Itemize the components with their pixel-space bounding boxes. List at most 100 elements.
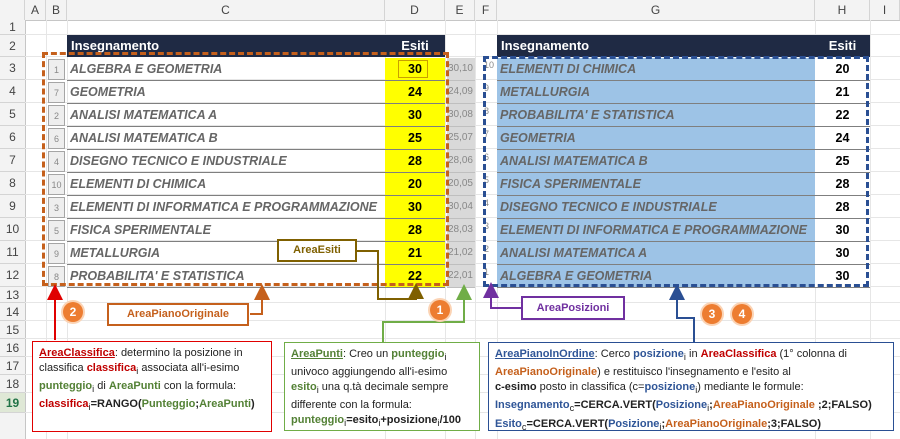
right-course-cell[interactable]: PROBABILITA' E STATISTICA xyxy=(497,104,815,127)
row-header-1[interactable]: 1 xyxy=(0,20,25,35)
row-header-11[interactable]: 11 xyxy=(0,241,25,264)
right-course-cell[interactable]: ELEMENTI DI CHIMICA xyxy=(497,58,815,81)
row-header-6[interactable]: 6 xyxy=(0,126,25,149)
right-esito-cell[interactable]: 28 xyxy=(815,196,870,219)
right-position-cell[interactable]: 6 xyxy=(484,152,490,162)
row-header-18[interactable]: 18 xyxy=(0,375,25,393)
right-esito-cell[interactable]: 20 xyxy=(815,58,870,81)
left-course-cell[interactable]: ANALISI MATEMATICA B xyxy=(67,127,385,150)
column-header-d[interactable]: D xyxy=(385,0,445,20)
left-course-cell[interactable]: FISICA SPERIMENTALE xyxy=(67,219,385,242)
right-esito-cell[interactable]: 28 xyxy=(815,173,870,196)
left-course-cell[interactable]: ANALISI MATEMATICA A xyxy=(67,104,385,127)
row-header-13[interactable]: 13 xyxy=(0,287,25,303)
left-course-cell[interactable]: ELEMENTI DI CHIMICA xyxy=(67,173,385,196)
right-position-cell[interactable]: 9 xyxy=(484,83,490,93)
row-header-14[interactable]: 14 xyxy=(0,303,25,321)
left-course-cell[interactable]: PROBABILITA' E STATISTICA xyxy=(67,265,385,288)
right-course-cell[interactable]: METALLURGIA xyxy=(497,81,815,104)
left-points-cell[interactable]: 20,05 xyxy=(447,173,475,196)
row-header-7[interactable]: 7 xyxy=(0,149,25,172)
right-esito-cell[interactable]: 30 xyxy=(815,219,870,242)
right-course-cell[interactable]: GEOMETRIA xyxy=(497,127,815,150)
left-points-cell[interactable]: 24,09 xyxy=(447,81,475,104)
left-position-cell[interactable]: 6 xyxy=(48,128,65,149)
column-header-h[interactable]: H xyxy=(815,0,870,20)
right-position-cell[interactable]: 8 xyxy=(484,106,490,116)
column-header-f[interactable]: F xyxy=(475,0,497,20)
left-points-cell[interactable]: 21,02 xyxy=(447,242,475,265)
left-course-cell[interactable]: ELEMENTI DI INFORMATICA E PROGRAMMAZIONE xyxy=(67,196,385,219)
left-course-cell[interactable]: METALLURGIA xyxy=(67,242,385,265)
left-position-cell[interactable]: 10 xyxy=(48,174,65,195)
column-header-b[interactable]: B xyxy=(46,0,67,20)
row-header-19[interactable]: 19 xyxy=(0,393,25,413)
left-course-cell[interactable]: ALGEBRA E GEOMETRIA xyxy=(67,58,385,81)
select-all-corner[interactable] xyxy=(0,0,25,20)
column-header-e[interactable]: E xyxy=(445,0,475,20)
left-header-insegnamento: Insegnamento xyxy=(67,35,385,57)
right-esito-cell[interactable]: 25 xyxy=(815,150,870,173)
right-course-cell[interactable]: ELEMENTI DI INFORMATICA E PROGRAMMAZIONE xyxy=(497,219,815,242)
row-header-17[interactable]: 17 xyxy=(0,357,25,375)
row-header-12[interactable]: 12 xyxy=(0,264,25,287)
right-esito-cell[interactable]: 30 xyxy=(815,265,870,288)
right-course-cell[interactable]: ANALISI MATEMATICA B xyxy=(497,150,815,173)
left-points-cell[interactable]: 28,03 xyxy=(447,219,475,242)
right-position-cell[interactable]: 10 xyxy=(484,60,495,70)
row-header-5[interactable]: 5 xyxy=(0,103,25,126)
left-points-cell[interactable]: 28,06 xyxy=(447,150,475,173)
left-points-cell[interactable]: 25,07 xyxy=(447,127,475,150)
left-course-cell[interactable]: GEOMETRIA xyxy=(67,81,385,104)
right-course-cell[interactable]: DISEGNO TECNICO E INDUSTRIALE xyxy=(497,196,815,219)
left-position-cell[interactable]: 4 xyxy=(48,151,65,172)
left-position-cell[interactable]: 1 xyxy=(48,59,65,80)
left-header-esiti: Esiti xyxy=(385,35,445,57)
left-esito-cell[interactable]: 20 xyxy=(385,173,445,196)
right-course-cell[interactable]: ALGEBRA E GEOMETRIA xyxy=(497,265,815,288)
left-course-cell[interactable]: DISEGNO TECNICO E INDUSTRIALE xyxy=(67,150,385,173)
left-points-cell[interactable]: 30,10 xyxy=(447,58,475,81)
left-esito-cell[interactable]: 30 xyxy=(385,104,445,127)
left-points-cell[interactable]: 30,04 xyxy=(447,196,475,219)
row-header-2[interactable]: 2 xyxy=(0,35,25,57)
right-position-cell[interactable]: 3 xyxy=(484,221,490,231)
column-header-g[interactable]: G xyxy=(497,0,815,20)
left-position-cell[interactable]: 5 xyxy=(48,220,65,241)
left-position-cell[interactable]: 9 xyxy=(48,243,65,264)
left-position-cell[interactable]: 2 xyxy=(48,105,65,126)
row-header-16[interactable]: 16 xyxy=(0,339,25,357)
row-header-3[interactable]: 3 xyxy=(0,57,25,80)
right-esito-cell[interactable]: 24 xyxy=(815,127,870,150)
left-points-cell[interactable]: 30,08 xyxy=(447,104,475,127)
right-position-cell[interactable]: 7 xyxy=(484,129,490,139)
column-header-a[interactable]: A xyxy=(25,0,46,20)
column-header-bar: A B C D E F G H I xyxy=(0,0,900,21)
left-esito-cell[interactable]: 24 xyxy=(385,81,445,104)
left-esito-cell[interactable]: 30 xyxy=(385,196,445,219)
right-position-cell[interactable]: 4 xyxy=(484,198,490,208)
right-course-cell[interactable]: FISICA SPERIMENTALE xyxy=(497,173,815,196)
row-header-15[interactable]: 15 xyxy=(0,321,25,339)
left-esito-cell[interactable]: 30 xyxy=(385,58,445,81)
left-position-cell[interactable]: 3 xyxy=(48,197,65,218)
note-area-punti: AreaPunti: Creo un punteggioi univoco ag… xyxy=(284,342,480,431)
left-esito-cell[interactable]: 28 xyxy=(385,150,445,173)
right-position-cell[interactable]: 5 xyxy=(484,175,490,185)
left-esito-cell[interactable]: 25 xyxy=(385,127,445,150)
right-position-cell[interactable]: 1 xyxy=(484,267,490,277)
row-header-8[interactable]: 8 xyxy=(0,172,25,195)
right-position-cell[interactable]: 2 xyxy=(484,244,490,254)
left-position-cell[interactable]: 7 xyxy=(48,82,65,103)
right-esito-cell[interactable]: 21 xyxy=(815,81,870,104)
row-header-10[interactable]: 10 xyxy=(0,218,25,241)
row-header-9[interactable]: 9 xyxy=(0,195,25,218)
right-esito-cell[interactable]: 22 xyxy=(815,104,870,127)
column-header-c[interactable]: C xyxy=(67,0,385,20)
right-course-cell[interactable]: ANALISI MATEMATICA A xyxy=(497,242,815,265)
step-badge-2: 2 xyxy=(63,302,83,322)
left-esito-cell[interactable]: 21 xyxy=(385,242,445,265)
left-esito-cell[interactable]: 28 xyxy=(385,219,445,242)
right-esito-cell[interactable]: 30 xyxy=(815,242,870,265)
row-header-4[interactable]: 4 xyxy=(0,80,25,103)
